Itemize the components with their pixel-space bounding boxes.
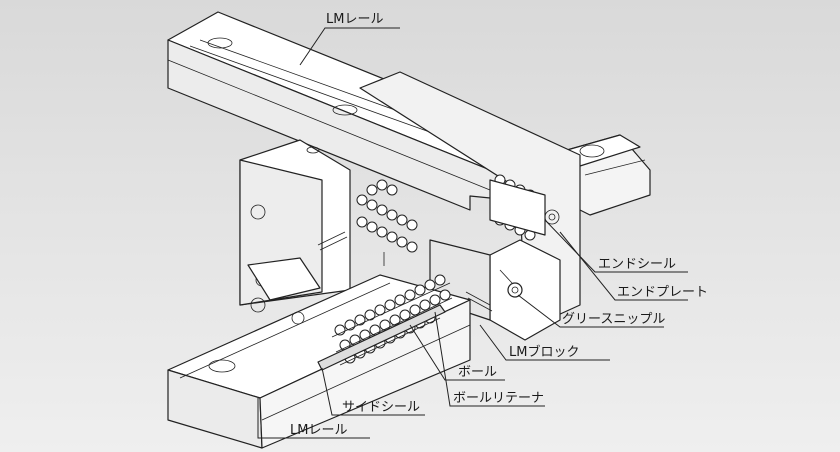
label-end-plate: エンドプレート: [617, 285, 708, 300]
side-seal: [317, 304, 446, 371]
end-seal-left: [247, 257, 321, 325]
grease-nipple: [499, 269, 523, 298]
label-end-seal: エンドシール: [598, 257, 676, 272]
lm-block: [359, 71, 581, 341]
label-lm-rail-top: LMレール: [326, 12, 383, 27]
label-side-seal: サイドシール: [342, 400, 420, 415]
screws: [317, 231, 493, 312]
label-grease-nipple: グリースニップル: [562, 312, 665, 327]
leader-lines: [257, 27, 688, 439]
end-seal-right: [489, 179, 560, 236]
label-ball-retainer: ボールリテーナ: [453, 391, 544, 406]
label-lm-block: LMブロック: [509, 344, 579, 360]
label-ball: ボール: [458, 365, 497, 380]
ball-retainer: [331, 282, 453, 366]
label-lm-rail-bottom: LMレール: [290, 423, 347, 438]
